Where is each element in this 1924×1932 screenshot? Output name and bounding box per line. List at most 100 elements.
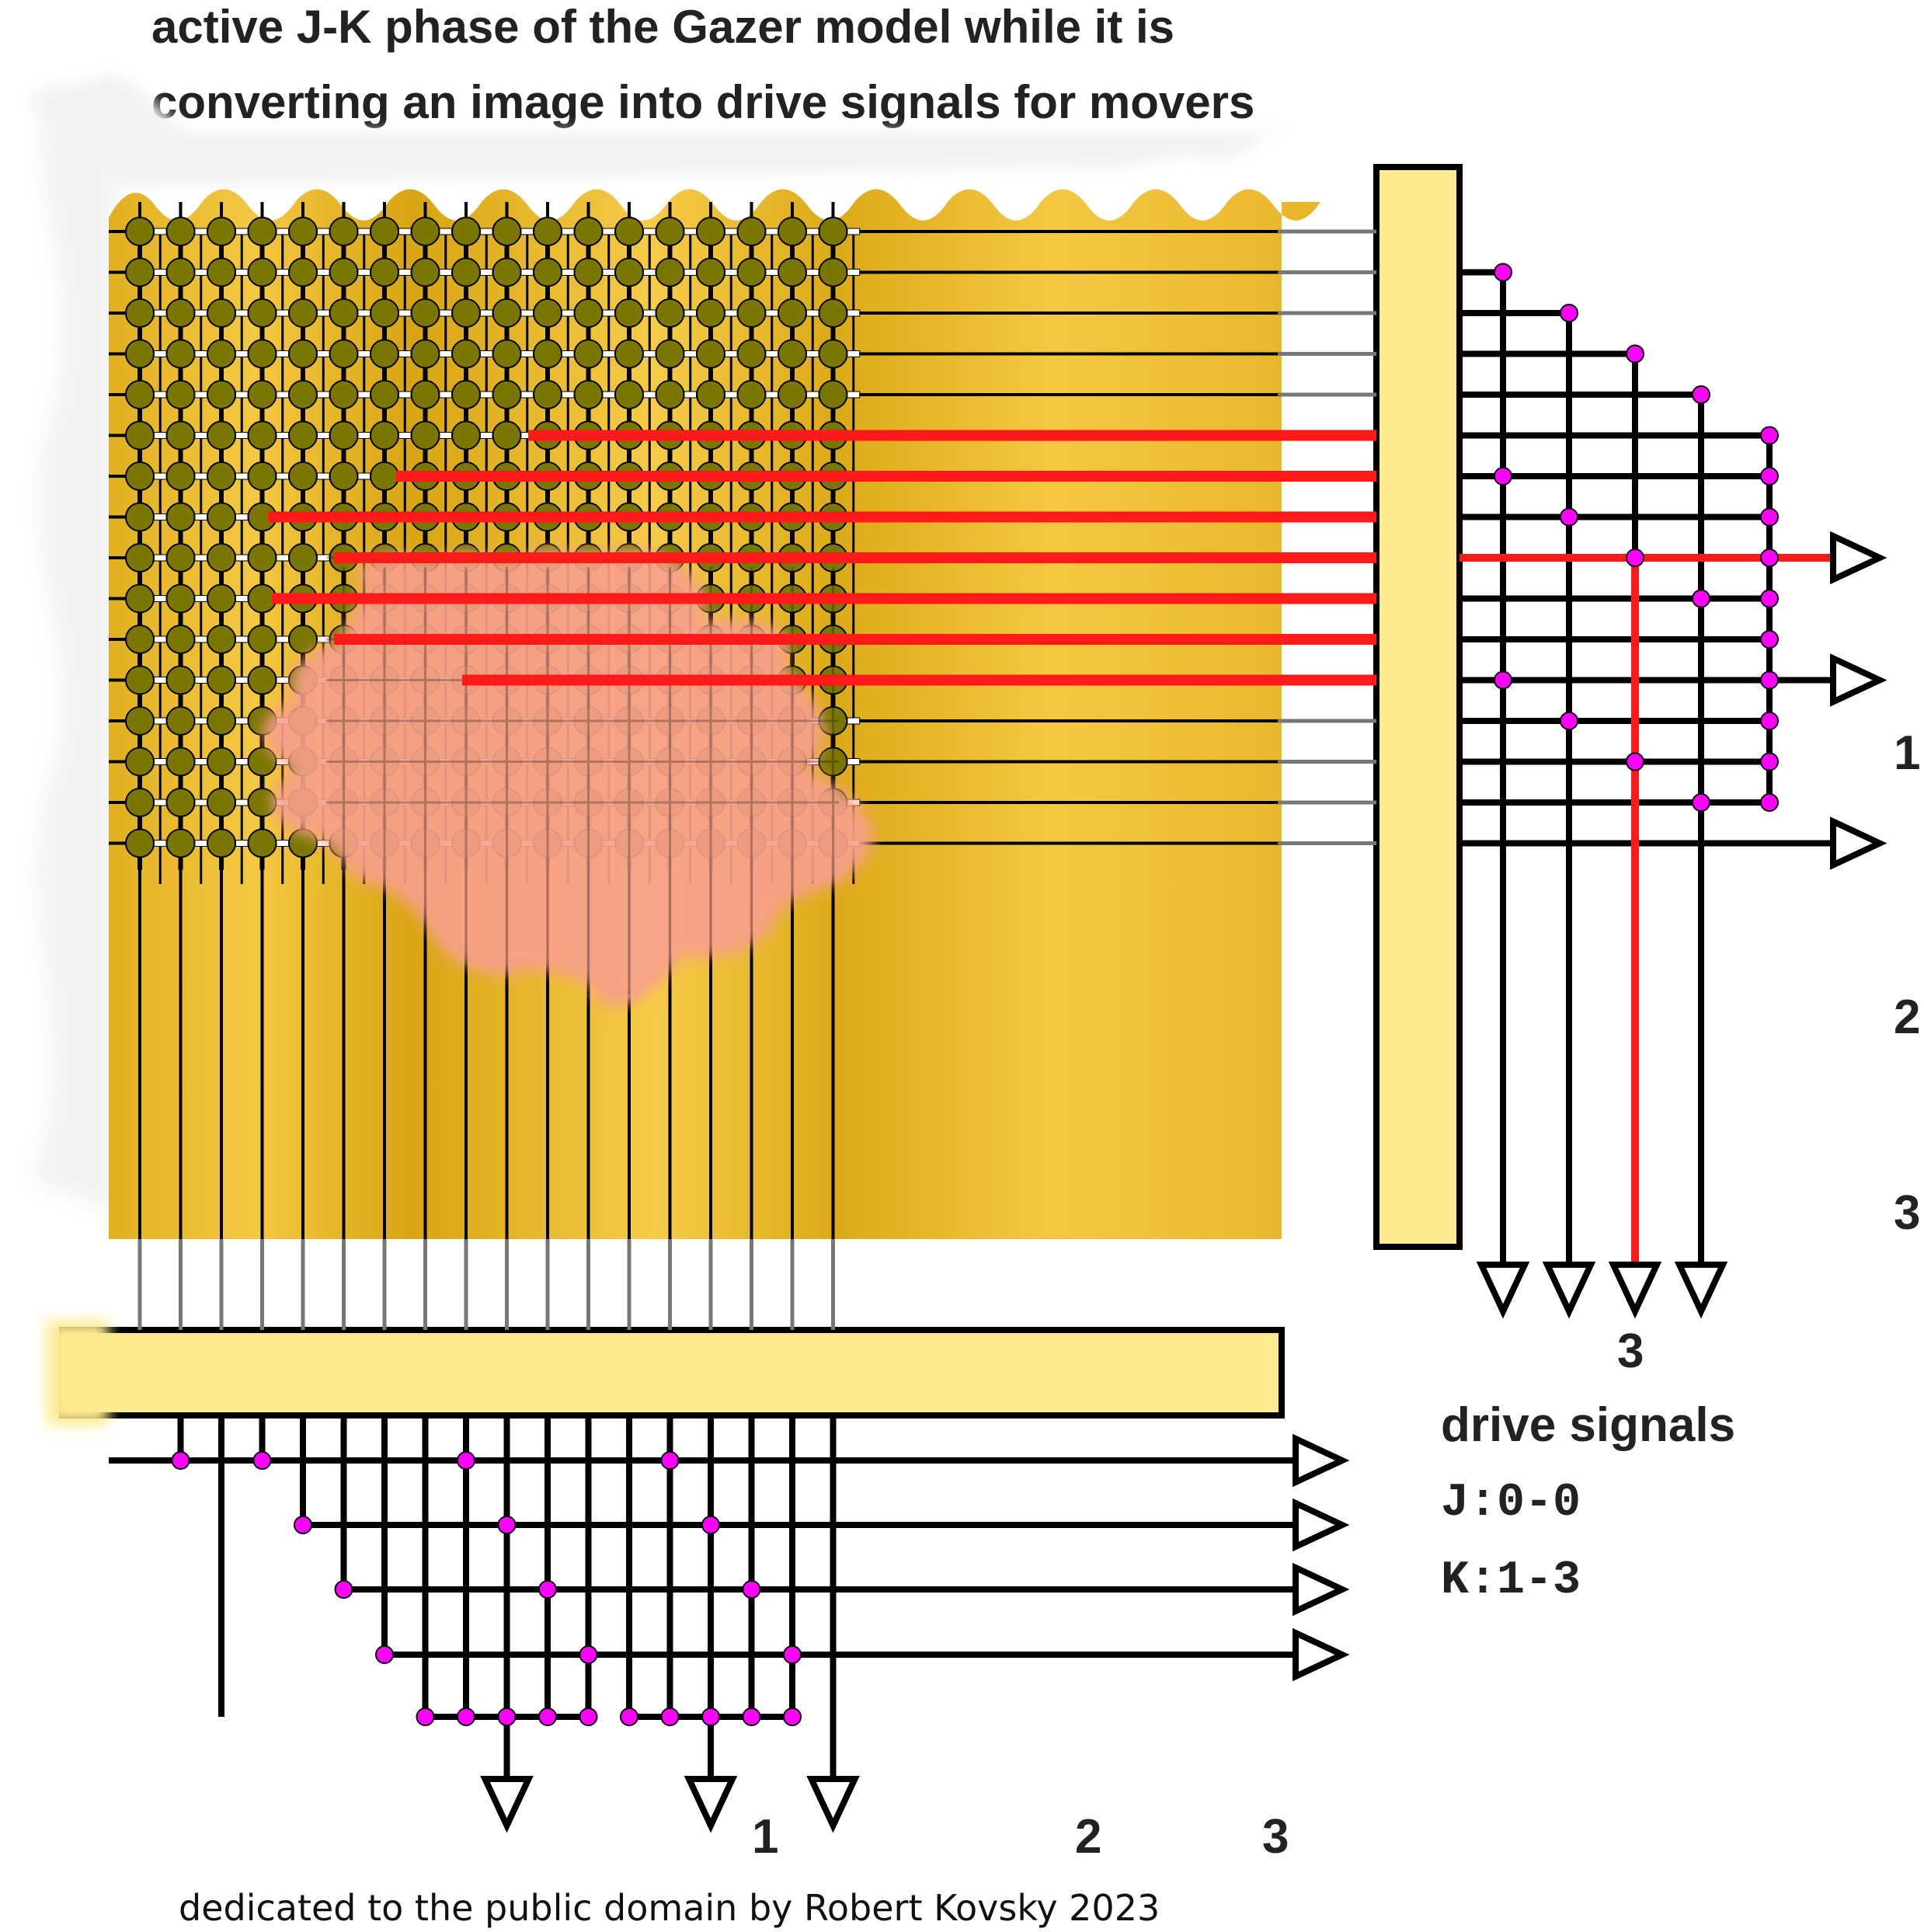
grid-link-marker xyxy=(805,350,819,357)
grid-node xyxy=(165,502,196,532)
grid-link-tick xyxy=(137,612,142,625)
grid-link-tick xyxy=(749,572,754,585)
right-bus-bar xyxy=(1373,164,1463,1250)
grid-link-tick xyxy=(382,286,387,299)
grid-link-tick xyxy=(301,409,305,422)
grid-link-tick xyxy=(586,367,591,381)
grid-link-tick xyxy=(259,245,265,259)
grid-link-tick xyxy=(301,367,305,381)
junction-dot xyxy=(579,1707,598,1726)
grid-link-tick xyxy=(708,367,713,381)
grid-link-marker xyxy=(194,350,208,357)
grid-link-tick xyxy=(790,653,795,667)
grid-node xyxy=(573,298,604,328)
grid-node xyxy=(492,339,522,369)
grid-link-marker xyxy=(602,269,616,276)
junction-dot xyxy=(538,1580,557,1599)
grid-link-tick xyxy=(627,327,631,340)
grid-link-tick xyxy=(464,286,468,299)
junction-dot xyxy=(1560,304,1578,322)
grid-link-tick xyxy=(382,367,387,381)
grid-link-tick xyxy=(545,286,550,299)
grid-node xyxy=(818,257,848,287)
grid-node xyxy=(125,461,155,491)
junction-dot xyxy=(1494,467,1512,486)
junction-dot xyxy=(1692,589,1710,608)
grid-link-marker xyxy=(398,269,412,276)
grid-node xyxy=(696,257,725,287)
grid-link-tick xyxy=(790,490,795,503)
grid-link-marker xyxy=(316,228,330,235)
grid-link-marker xyxy=(805,269,819,276)
grid-link-marker xyxy=(847,350,861,357)
grid-link-marker xyxy=(765,228,779,235)
grid-link-tick xyxy=(423,531,428,544)
grid-link-marker xyxy=(153,513,167,520)
right-column-output-triangle xyxy=(1674,1262,1728,1319)
grid-link-tick xyxy=(178,857,183,870)
grid-link-tick xyxy=(219,531,224,544)
grid-link-tick xyxy=(259,409,265,422)
grid-node xyxy=(207,543,236,573)
grid-node xyxy=(492,420,522,451)
grid-link-marker xyxy=(357,432,371,439)
grid-node xyxy=(533,217,562,246)
grid-link-marker xyxy=(602,391,616,399)
grid-link-tick xyxy=(708,327,713,340)
grid-node xyxy=(165,420,196,451)
grid-link-tick xyxy=(708,612,713,625)
grid-link-tick xyxy=(137,572,142,585)
grid-link-tick xyxy=(219,367,224,381)
grid-link-marker xyxy=(642,228,656,235)
grid-link-tick xyxy=(219,694,224,707)
grid-link-tick xyxy=(627,531,631,544)
grid-node xyxy=(410,298,440,328)
grid-link-marker xyxy=(439,391,453,399)
grid-link-marker xyxy=(398,350,412,357)
grid-link-tick xyxy=(219,286,224,299)
grid-link-tick xyxy=(259,367,265,381)
junction-dot xyxy=(1626,752,1644,771)
grid-link-tick xyxy=(708,409,713,422)
grid-node xyxy=(736,380,767,409)
grid-node xyxy=(410,380,440,409)
grid-link-tick xyxy=(219,775,224,788)
bottom-output-label-2: 2 xyxy=(1075,1810,1101,1864)
junction-dot xyxy=(1494,263,1512,282)
grid-node xyxy=(370,420,399,451)
junction-dot xyxy=(1760,752,1779,771)
junction-dot xyxy=(1760,589,1779,608)
junction-dot xyxy=(294,1516,312,1534)
grid-node xyxy=(288,420,318,451)
grid-link-tick xyxy=(219,735,224,748)
grid-node xyxy=(451,420,481,451)
junction-dot xyxy=(660,1451,680,1470)
grid-link-marker xyxy=(235,717,249,725)
grid-link-tick xyxy=(627,490,631,503)
grid-link-tick xyxy=(137,327,142,340)
junction-dot xyxy=(1494,670,1512,690)
grid-node xyxy=(818,298,848,328)
grid-link-tick xyxy=(341,327,346,340)
grid-node xyxy=(736,339,767,369)
grid-node xyxy=(165,461,196,491)
grid-link-tick xyxy=(259,572,265,585)
grid-node xyxy=(410,217,440,246)
grid-link-marker xyxy=(276,391,290,399)
grid-link-tick xyxy=(178,612,183,625)
grid-link-tick xyxy=(790,286,795,299)
grid-link-marker xyxy=(194,513,208,520)
grid-link-tick xyxy=(259,612,265,625)
grid-link-tick xyxy=(749,449,754,462)
grid-link-tick xyxy=(830,367,836,381)
junction-dot xyxy=(1760,507,1779,527)
grid-node xyxy=(207,583,236,614)
grid-node xyxy=(370,217,399,246)
junction-dot xyxy=(1760,467,1779,486)
grid-node xyxy=(778,380,807,409)
junction-dot xyxy=(1760,793,1779,812)
grid-link-tick xyxy=(178,409,183,422)
grid-link-marker xyxy=(235,758,249,765)
grid-node xyxy=(207,217,236,246)
junction-dot xyxy=(620,1707,638,1726)
